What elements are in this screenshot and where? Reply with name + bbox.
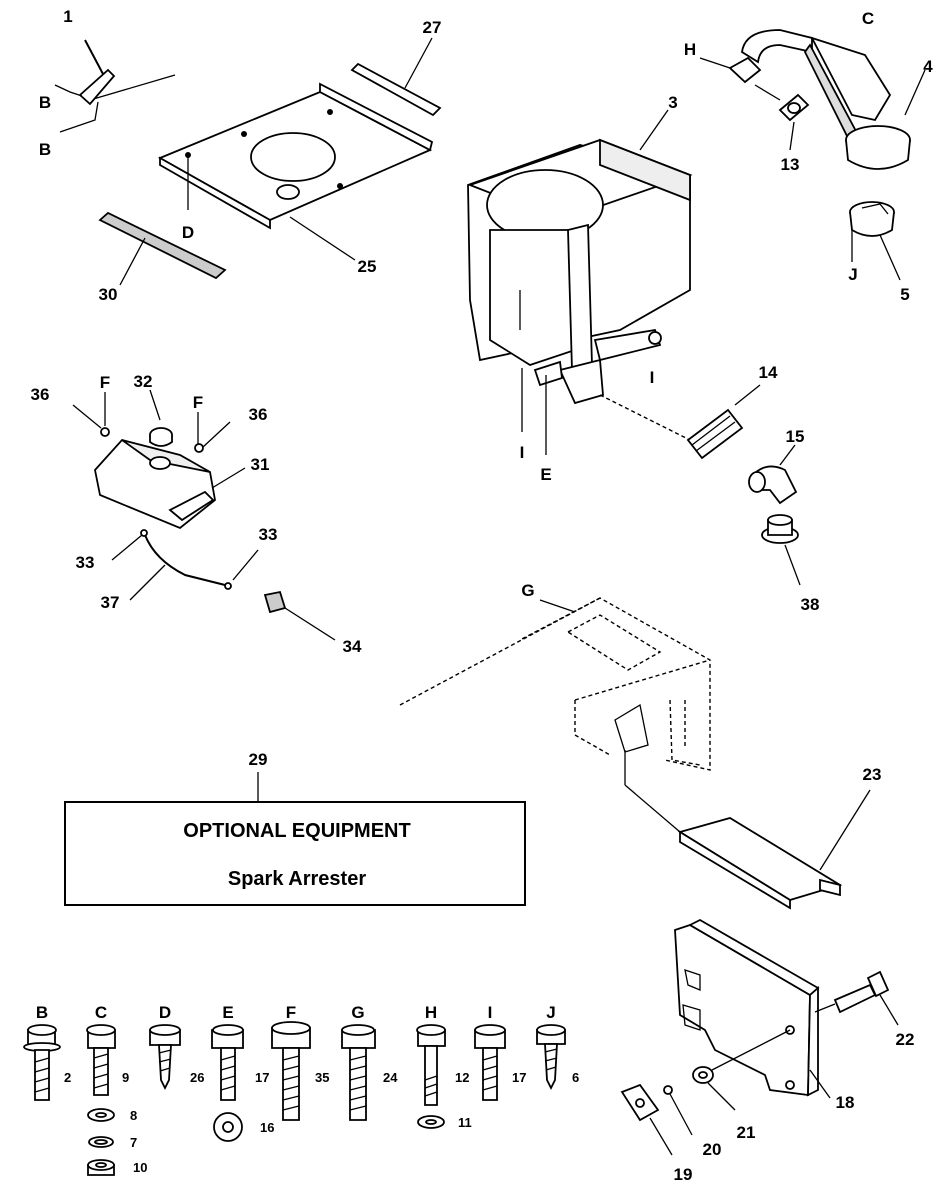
- bolt-h: [416, 1024, 446, 1129]
- hardware-part-G: 24: [383, 1070, 398, 1085]
- ref-letter-rJ: J: [848, 265, 857, 284]
- bolt-d: [149, 1024, 181, 1091]
- ref-letter-rB2: B: [39, 140, 51, 159]
- part-25-plate: [157, 82, 434, 261]
- part-31-tank: [94, 427, 246, 530]
- callout-c38: 38: [801, 595, 820, 614]
- hardware-letter-J: J: [546, 1003, 555, 1022]
- callout-c15: 15: [786, 427, 805, 446]
- hardware-part-D: 26: [190, 1070, 204, 1085]
- bolt-c: [86, 1024, 116, 1176]
- callout-c18: 18: [836, 1093, 855, 1112]
- part-21-spacer: [692, 1066, 736, 1111]
- part-32-cap: [149, 389, 173, 447]
- callout-c27: 27: [423, 18, 442, 37]
- hardware-letter-C: C: [95, 1003, 107, 1022]
- hardware-part-C: 9: [122, 1070, 129, 1085]
- ref-letter-rI1: I: [650, 368, 655, 387]
- callout-c14: 14: [759, 363, 778, 382]
- callout-c4: 4: [923, 57, 933, 76]
- callout-c13: 13: [781, 155, 800, 174]
- part-38-cap: [761, 514, 801, 586]
- part-14-pipe: [686, 384, 761, 460]
- callout-c33b: 33: [259, 525, 278, 544]
- callout-c31: 31: [251, 455, 270, 474]
- bolt-g: [341, 1024, 376, 1121]
- part-22-bolt: [814, 970, 899, 1026]
- callout-c23: 23: [863, 765, 882, 784]
- part-34-fitting: [263, 590, 336, 641]
- hardware-part-I: 17: [512, 1070, 526, 1085]
- callout-c19: 19: [674, 1165, 693, 1184]
- callout-c21: 21: [737, 1123, 756, 1142]
- callout-c32: 32: [134, 372, 153, 391]
- bolt-j: [536, 1024, 566, 1091]
- callout-c37: 37: [101, 593, 120, 612]
- part-18-bracket: [674, 918, 831, 1099]
- ref-letter-rG: G: [521, 581, 534, 600]
- callout-c1: 1: [63, 7, 72, 26]
- part-19-nut: [620, 1083, 673, 1156]
- hardware-part-E: 17: [255, 1070, 269, 1085]
- hardware-extra-h16: 16: [260, 1120, 274, 1135]
- callout-c29: 29: [249, 750, 268, 769]
- ref-letter-rF2: F: [193, 393, 203, 412]
- hardware-extra-h8: 8: [130, 1108, 137, 1123]
- part-1-lever: [54, 39, 176, 133]
- hardware-part-B: 2: [64, 1070, 71, 1085]
- bolt-i: [474, 1024, 506, 1101]
- hardware-letter-H: H: [425, 1003, 437, 1022]
- hardware-letter-G: G: [351, 1003, 364, 1022]
- part-23-deflector: [624, 750, 871, 910]
- hardware-letter-D: D: [159, 1003, 171, 1022]
- callout-c3: 3: [668, 93, 677, 112]
- ref-letter-rH: H: [684, 40, 696, 59]
- part-27-strip: [350, 37, 442, 117]
- hardware-letter-B: B: [36, 1003, 48, 1022]
- callout-c36b: 36: [249, 405, 268, 424]
- callout-c30: 30: [99, 285, 118, 304]
- callout-c25: 25: [358, 257, 377, 276]
- callout-c20: 20: [703, 1140, 722, 1159]
- part-15-elbow: [748, 444, 798, 505]
- ref-lines: [72, 392, 231, 448]
- hardware-part-H: 12: [455, 1070, 469, 1085]
- optional-equipment-box: OPTIONAL EQUIPMENT Spark Arrester: [64, 772, 526, 906]
- callout-c5: 5: [900, 285, 909, 304]
- part-30-strip: [98, 211, 227, 286]
- hardware-part-F: 35: [315, 1070, 329, 1085]
- part-20-washer: [663, 1085, 693, 1136]
- hardware-row: [23, 1021, 566, 1176]
- hardware-letter-E: E: [222, 1003, 233, 1022]
- part-37-fuel-line: [111, 529, 259, 601]
- callout-c33a: 33: [76, 553, 95, 572]
- hardware-letter-F: F: [286, 1003, 296, 1022]
- part-13-gasket: [699, 56, 810, 151]
- part-4-muffler: [741, 29, 926, 170]
- part-deck-outline: [399, 597, 711, 771]
- bolt-f: [271, 1021, 311, 1121]
- ref-letter-rC: C: [862, 9, 874, 28]
- ref-letter-rI2: I: [520, 443, 525, 462]
- bolt-b: [23, 1024, 61, 1101]
- bolt-e: [211, 1024, 244, 1142]
- ref-letter-rD: D: [182, 223, 194, 242]
- hardware-extra-h7: 7: [130, 1135, 137, 1150]
- optional-equipment-item: Spark Arrester: [228, 868, 366, 890]
- optional-equipment-title: OPTIONAL EQUIPMENT: [183, 820, 410, 842]
- callout-c22: 22: [896, 1030, 915, 1049]
- hardware-letter-I: I: [488, 1003, 493, 1022]
- hardware-part-J: 6: [572, 1070, 579, 1085]
- part-3-engine: [467, 109, 693, 455]
- ref-letter-rF1: F: [100, 373, 110, 392]
- hardware-extra-h10: 10: [133, 1160, 147, 1175]
- ref-letter-rE: E: [540, 465, 551, 484]
- part-5-clamp: [849, 201, 901, 281]
- hardware-extra-h11: 11: [458, 1115, 472, 1130]
- callout-c36a: 36: [31, 385, 50, 404]
- ref-letter-rB1: B: [39, 93, 51, 112]
- callout-c34: 34: [343, 637, 362, 656]
